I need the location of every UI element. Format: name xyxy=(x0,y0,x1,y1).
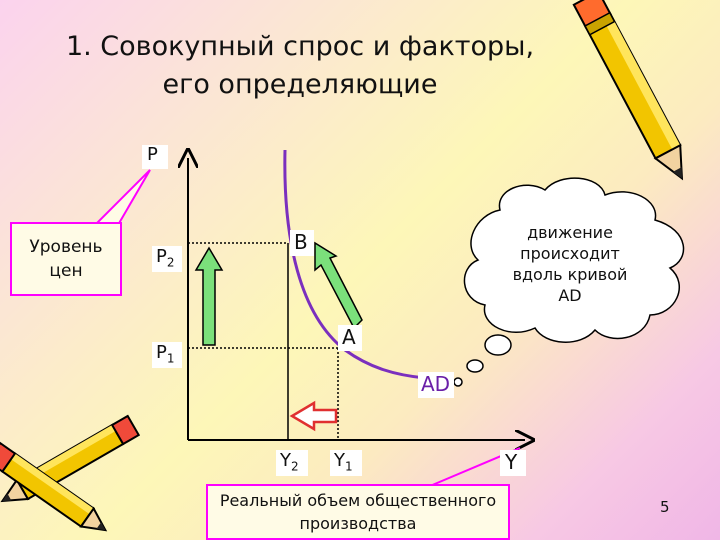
y2-label-tag xyxy=(276,450,308,476)
curve-label: AD xyxy=(421,372,451,396)
point-a-label: A xyxy=(342,325,356,349)
thought-cloud xyxy=(453,177,685,387)
page-number: 5 xyxy=(660,498,670,516)
y2-label: Y2 xyxy=(280,450,299,474)
slide-title: 1. Совокупный спрос и факторы, его опред… xyxy=(20,28,580,104)
p2-label: P2 xyxy=(156,246,175,270)
ad-curve xyxy=(283,149,426,380)
y-axis-label: P xyxy=(147,144,158,165)
p2-label-tag xyxy=(152,246,182,272)
x-axis-label: Y xyxy=(505,450,518,474)
output-callout: Реальный объем общественного производств… xyxy=(206,484,510,540)
p1-label: P1 xyxy=(156,342,175,366)
y1-label: Y1 xyxy=(334,450,353,474)
pencil-icon-bottom-left-2 xyxy=(0,441,108,532)
y1-label-tag xyxy=(330,450,362,476)
movement-along-curve-arrow xyxy=(314,241,363,330)
point-a-tag xyxy=(338,325,362,351)
price-increase-arrow xyxy=(194,246,224,346)
title-line-2: его определяющие xyxy=(162,69,438,100)
point-b-tag xyxy=(290,230,314,256)
price-level-callout: Уровень цен xyxy=(10,222,122,296)
y-axis-label-tag xyxy=(142,145,168,169)
p1-label-tag xyxy=(152,342,182,368)
price-callout-pointer xyxy=(92,169,151,226)
title-line-1: 1. Совокупный спрос и факторы, xyxy=(65,31,535,62)
curve-label-tag xyxy=(418,372,454,398)
cloud-text: движение происходит вдоль кривой AD xyxy=(512,223,628,305)
x-axis-label-tag xyxy=(500,450,526,476)
pencil-icon-top-right xyxy=(572,0,684,181)
point-b-label: B xyxy=(294,230,308,254)
output-decrease-arrow xyxy=(289,400,338,432)
